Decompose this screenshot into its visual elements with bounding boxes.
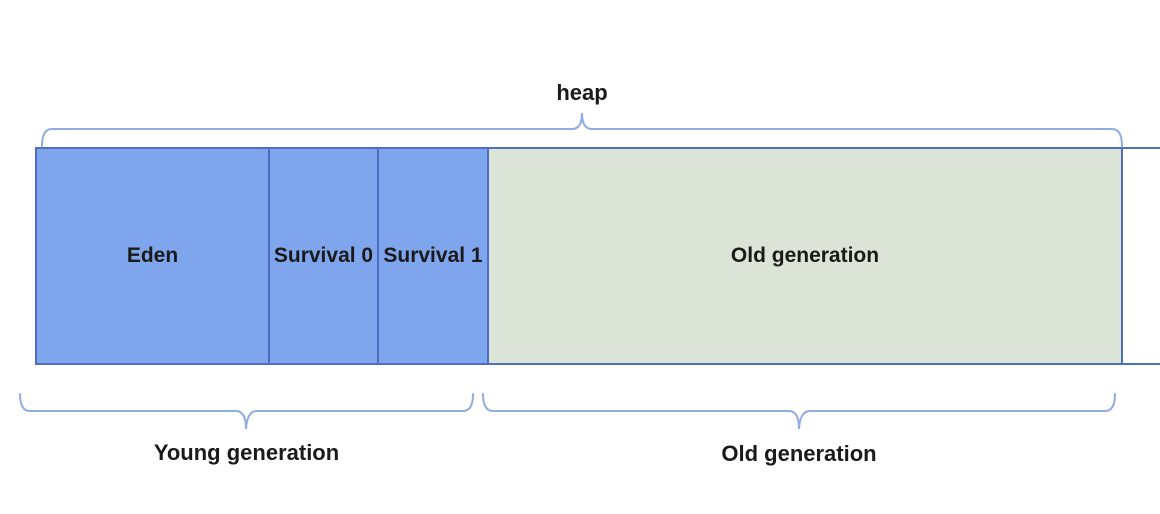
region-eden: Eden	[35, 147, 270, 365]
region-survival-1: Survival 1	[377, 147, 489, 365]
region-old-generation-label: Old generation	[730, 244, 880, 267]
young-generation-brace	[19, 393, 474, 430]
region-old-generation: Old generation	[487, 147, 1123, 365]
region-survival-0: Survival 0	[268, 147, 379, 365]
region-overflow-cutoff	[1121, 147, 1160, 365]
heap-brace	[41, 112, 1123, 147]
region-survival-1-label: Survival 1	[383, 244, 483, 267]
region-eden-label: Eden	[126, 244, 179, 267]
region-survival-0-label: Survival 0	[273, 244, 374, 267]
old-generation-label: Old generation	[721, 441, 877, 466]
young-generation-label: Young generation	[153, 440, 340, 465]
heap-label: heap	[556, 80, 608, 105]
old-generation-brace	[482, 393, 1116, 430]
